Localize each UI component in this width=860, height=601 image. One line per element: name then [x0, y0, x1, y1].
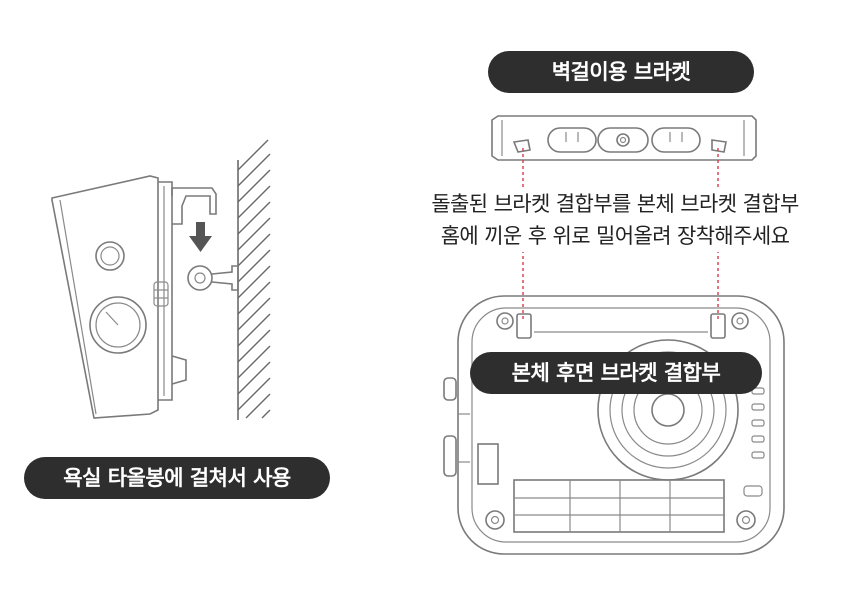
- heater-side-view: [51, 175, 239, 419]
- instruction-line-1: 돌출된 브라켓 결합부를 본체 브라켓 결합부: [431, 192, 799, 216]
- wall-hatch: [237, 139, 271, 420]
- towel-bar-usage-badge: 욕실 타올봉에 걸쳐서 사용: [24, 457, 330, 499]
- mounting-instructions: 돌출된 브라켓 결합부를 본체 브라켓 결합부 홈에 끼운 후 위로 밀어올려 …: [380, 188, 850, 252]
- heater-rear-view: [443, 295, 785, 555]
- instruction-line-2: 홈에 끼운 후 위로 밀어올려 장착해주세요: [440, 224, 790, 248]
- down-arrow-icon: [189, 222, 212, 252]
- bracket-title-badge: 벽걸이용 브라켓: [488, 51, 754, 93]
- rear-bracket-joint-badge: 본체 후면 브라켓 결합부: [470, 352, 762, 394]
- wall-bracket: [491, 115, 757, 161]
